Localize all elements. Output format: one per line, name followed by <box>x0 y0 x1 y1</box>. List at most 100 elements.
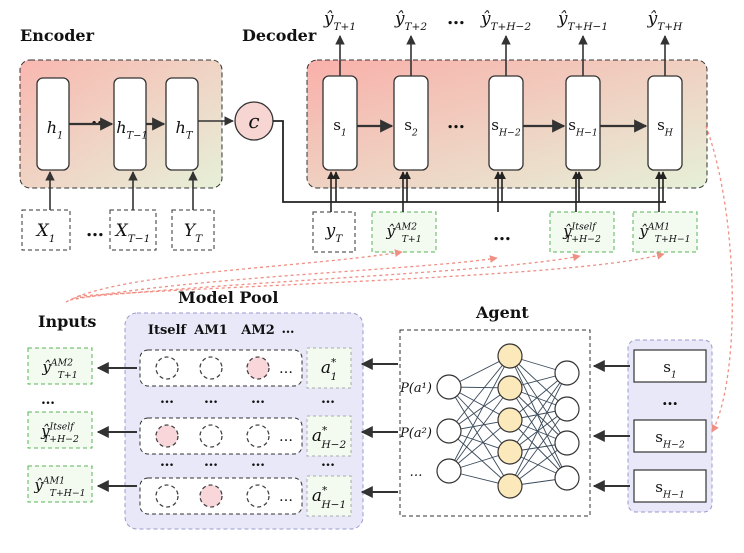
pool-model-circle <box>199 356 223 380</box>
decoder-state-label-1: s1 <box>333 116 347 138</box>
agent-state-box-3 <box>633 469 707 503</box>
agent-states-ellipsis: … <box>662 390 678 409</box>
pool-row-separator-2: … <box>251 454 265 470</box>
pool-row-ellipsis: … <box>279 361 293 377</box>
agent-title: Agent <box>475 303 529 322</box>
agent-network: P(a¹)P(a²)… <box>399 343 580 499</box>
decoder-cell-5 <box>647 75 683 171</box>
agent-edge <box>509 387 568 444</box>
encoder-input-label-2: XT−1 <box>114 221 151 245</box>
pool-model-circle <box>246 424 270 448</box>
pool-model-circle <box>199 424 223 448</box>
agent-hidden-node <box>497 473 523 499</box>
decoder-output-label-5: ŷT+H <box>647 9 683 33</box>
pool-row-ellipsis: … <box>279 429 293 445</box>
decoder-output-label-3: ŷT+H−2 <box>480 9 531 33</box>
agent-prob-label-3: … <box>410 465 423 480</box>
decoder-output-label-1: ŷT+1 <box>323 9 356 33</box>
agent-edge <box>448 386 511 453</box>
pool-action-label-2: a*H−2 <box>312 424 347 450</box>
decoder-title: Decoder <box>242 26 317 45</box>
pool-row-separator-2: … <box>321 454 335 470</box>
agent-hidden-node <box>497 343 523 369</box>
decoder-state-label-5: sH <box>657 116 674 138</box>
agent-edge <box>448 355 511 432</box>
encoder-hidden-label-2: hT−1 <box>116 118 148 142</box>
agent-edge <box>509 372 568 487</box>
pool-action-label-3: a*H−1 <box>312 484 346 510</box>
agent-input-node <box>436 418 462 444</box>
pool-action-label-1: a*1 <box>321 356 337 382</box>
agent-edge <box>509 355 568 479</box>
agent-state-label-3: sH−1 <box>655 478 685 500</box>
decoder-state-label-3: sH−2 <box>491 116 521 138</box>
agent-output-node <box>554 465 580 491</box>
pool-model-circle <box>155 484 179 508</box>
inputs-title: Inputs <box>38 312 96 331</box>
agent-edge <box>448 419 511 472</box>
encoder-input-box-1 <box>21 209 71 251</box>
pool-row-ellipsis: … <box>279 489 293 505</box>
pool-action-box-2 <box>306 415 352 457</box>
agent-prob-label-1: P(a¹) <box>399 381 432 396</box>
agent-hidden-node <box>497 439 523 465</box>
feedback-curve-mid <box>69 255 498 301</box>
encoder-input-ellipsis: … <box>86 220 104 241</box>
pool-column-ellipsis: … <box>282 322 295 337</box>
decoder-cell-ellipsis: … <box>447 112 465 133</box>
context-bus-line <box>273 120 666 203</box>
agent-edge <box>509 408 568 487</box>
model-pool-title: Model Pool <box>178 288 278 307</box>
agent-input-node <box>436 374 462 400</box>
agent-output-node <box>554 360 580 386</box>
agent-hidden-node <box>497 407 523 433</box>
pool-row-separator-1: … <box>160 391 174 407</box>
decoder-output-ellipsis: … <box>447 8 465 29</box>
decoder-input-box-4 <box>632 211 698 253</box>
encoder-cell-ellipsis: … <box>91 108 109 129</box>
agent-edge <box>509 372 568 453</box>
pool-row-separator-1: … <box>321 391 335 407</box>
feedback-curves <box>65 125 733 433</box>
pool-action-box-3 <box>306 475 352 517</box>
decoder-output-label-4: ŷT+H−1 <box>557 9 608 33</box>
decoder-input-box-3 <box>549 211 615 253</box>
pool-model-circle <box>155 356 179 380</box>
agent-state-box-1 <box>633 349 707 383</box>
encoder-input-label-1: X1 <box>35 221 56 245</box>
agent-output-node <box>554 396 580 422</box>
context-label: c <box>248 109 259 133</box>
pool-row-separator-2: … <box>160 454 174 470</box>
pool-action-box-1 <box>306 347 352 389</box>
agent-states: s1sH−2sH−1… <box>592 349 707 503</box>
decoder-state-label-2: s2 <box>404 116 418 138</box>
agent-edge <box>448 386 511 487</box>
agent-edge <box>448 387 511 472</box>
agent-edge <box>509 355 568 410</box>
agent-state-box-2 <box>633 419 707 453</box>
inputs-list-box-3 <box>27 465 93 503</box>
agent-state-label-2: sH−2 <box>655 428 685 450</box>
agent-edge <box>509 387 568 479</box>
feedback-curve-am1 <box>77 252 665 297</box>
pool-column-3: AM2 <box>240 323 275 338</box>
agent-hidden-node <box>497 375 523 401</box>
decoder-output-label-2: ŷT+2 <box>394 9 427 33</box>
state-feedback-curve <box>705 125 733 433</box>
decoder-input-label-1: yT <box>325 221 344 245</box>
decoder-input-box-2 <box>371 211 437 253</box>
encoder-title: Encoder <box>20 26 95 45</box>
pool-model-circle <box>199 484 223 508</box>
feedback-curve-itself <box>73 253 581 299</box>
